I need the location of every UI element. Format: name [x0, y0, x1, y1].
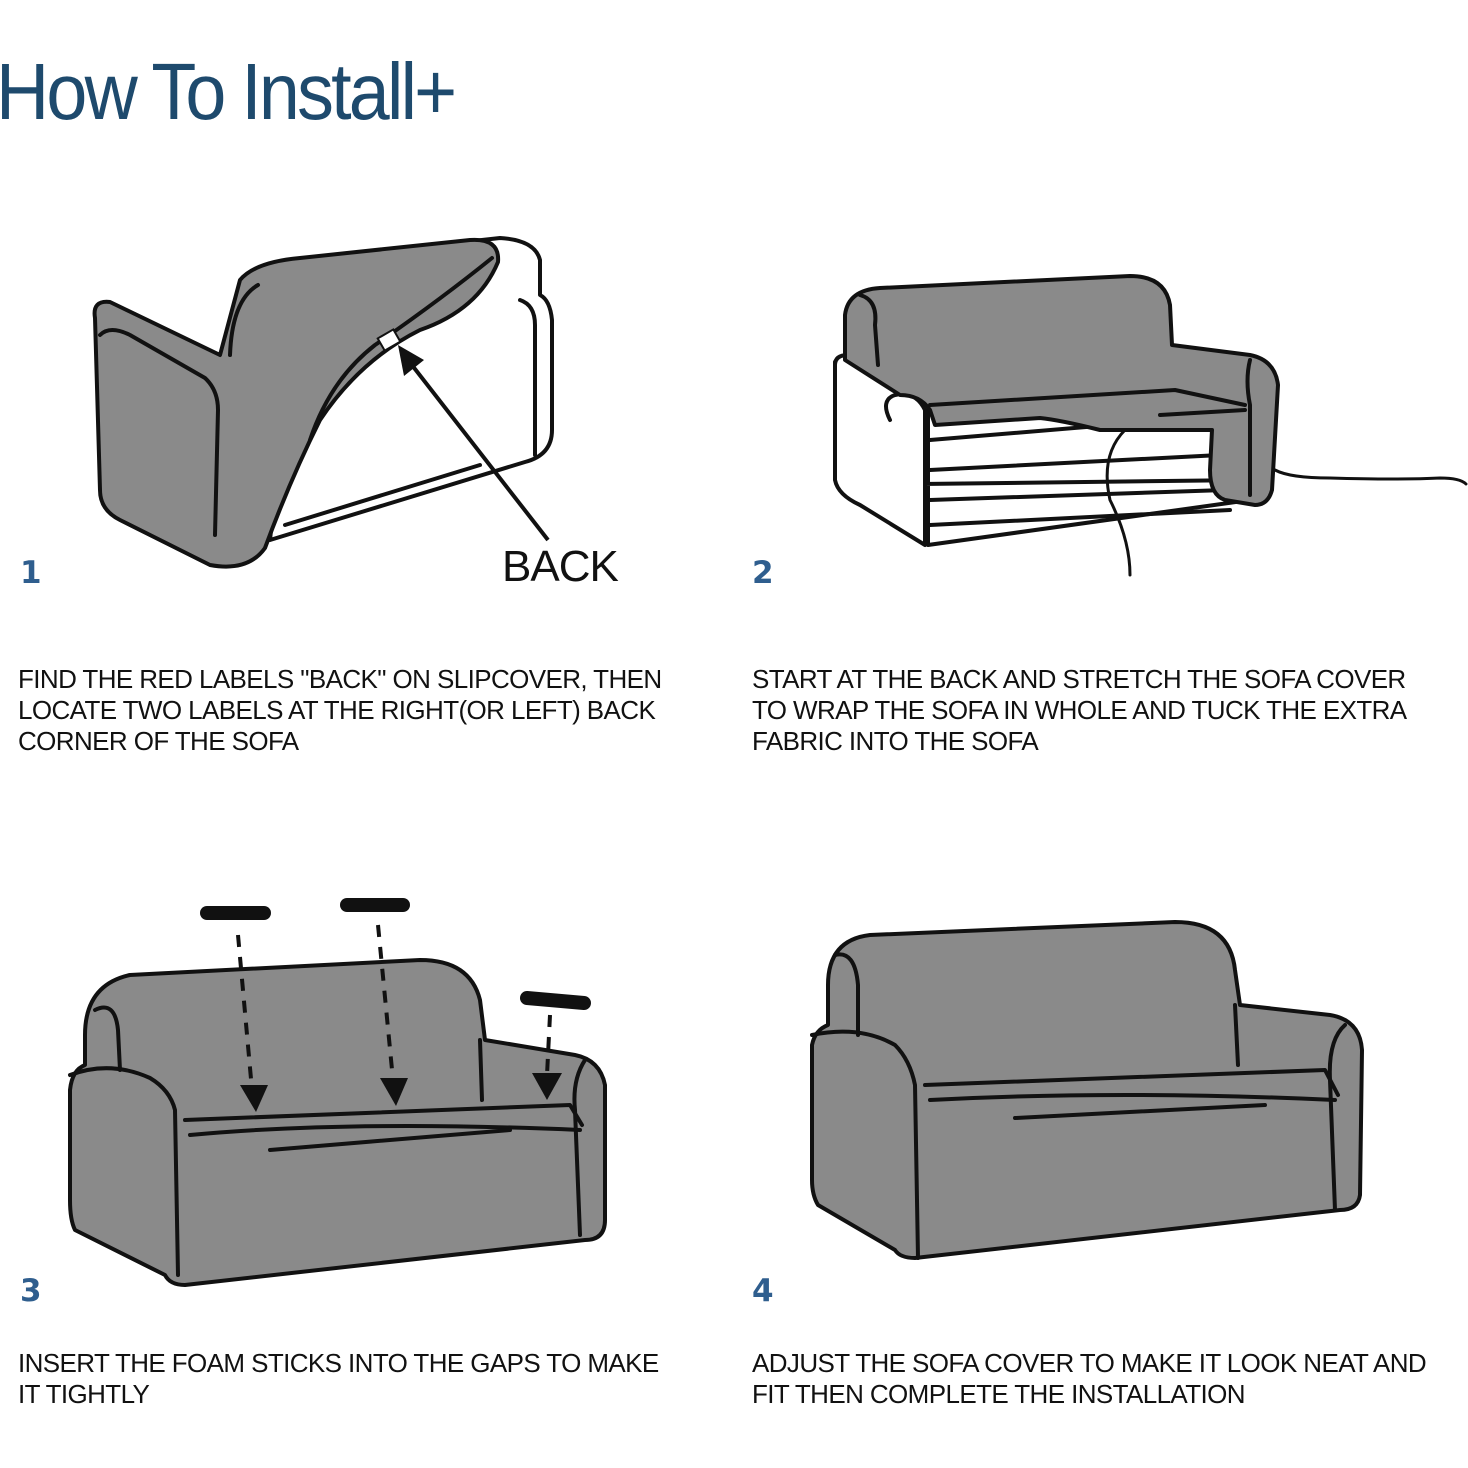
step-1-illustration [92, 236, 554, 569]
step-2-illustration [833, 274, 1468, 577]
back-label-tag [376, 328, 402, 352]
step-3-number: 3 [20, 1273, 42, 1309]
foam-stick [520, 991, 591, 1010]
step-3-text: INSERT THE FOAM STICKS INTO THE GAPS TO … [18, 1348, 659, 1409]
step-1-text: FIND THE RED LABELS "BACK" ON SLIPCOVER,… [18, 664, 662, 756]
step-4-number: 4 [752, 1273, 774, 1309]
page-title: How To Install+ [0, 47, 457, 136]
slipcover [92, 237, 501, 569]
pointer-arrow [406, 358, 550, 542]
step-4-text: ADJUST THE SOFA COVER TO MAKE IT LOOK NE… [752, 1348, 1427, 1409]
back-callout: BACK [502, 542, 619, 591]
step-3-illustration [68, 898, 607, 1287]
foam-sticks [200, 898, 591, 1010]
sofa-body [68, 958, 607, 1287]
slipcover [843, 274, 1280, 507]
step-2-number: 2 [752, 555, 774, 591]
insert-arrows [240, 1073, 562, 1112]
step-2-text: START AT THE BACK AND STRETCH THE SOFA C… [752, 664, 1407, 756]
step-1-number: 1 [20, 555, 42, 591]
step-4-illustration [810, 920, 1364, 1260]
sofa-body [810, 920, 1364, 1260]
elastic-string [1273, 468, 1468, 486]
